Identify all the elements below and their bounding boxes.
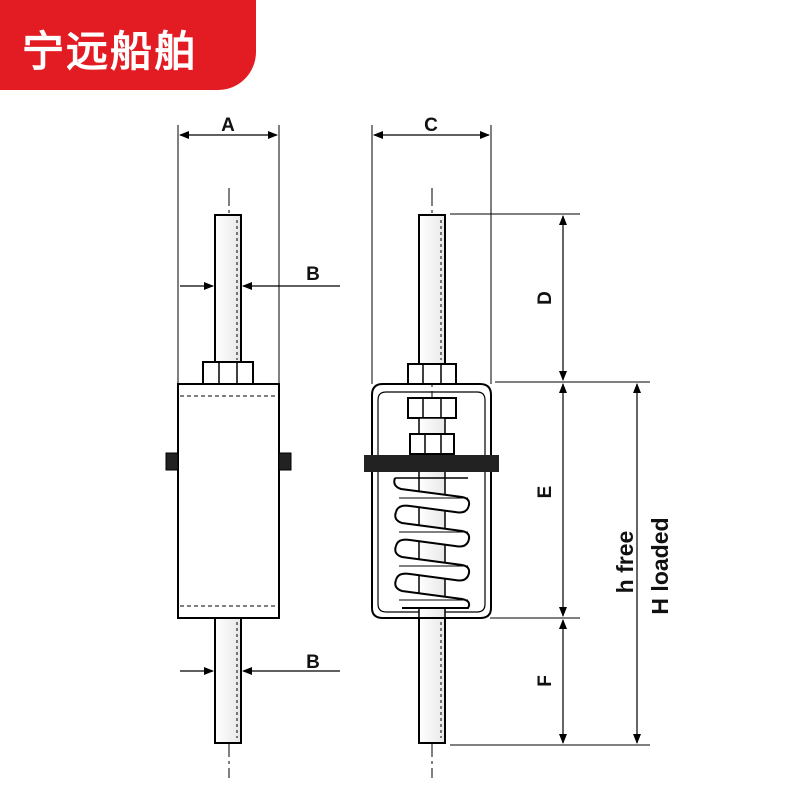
h-loaded-label: H loaded (647, 517, 673, 614)
front-seat-nut (409, 433, 455, 455)
brand-banner: 宁远船舶 (0, 0, 256, 90)
front-view (364, 188, 499, 778)
dim-b-top-label: B (306, 264, 320, 285)
side-view (165, 188, 292, 778)
dim-b-bottom-label: B (306, 652, 320, 673)
h-free-label: h free (612, 531, 638, 594)
front-top-nut (407, 363, 457, 385)
dim-f-label: F (535, 675, 556, 687)
side-top-nut (202, 361, 254, 385)
side-bottom-rod (214, 617, 242, 744)
extension-lines (450, 213, 650, 746)
dim-c-label: C (424, 115, 438, 136)
dim-a (177, 125, 280, 384)
dim-c (371, 125, 492, 384)
brand-name: 宁远船舶 (22, 27, 199, 76)
front-inner-nut (407, 397, 457, 419)
side-right-plate (278, 452, 292, 471)
side-left-plate (165, 452, 179, 471)
front-bracket-upper (371, 383, 492, 455)
front-plate (364, 455, 499, 472)
front-bottom-rod (418, 617, 446, 744)
dim-d-label: D (535, 291, 556, 305)
dim-e-label: E (535, 486, 556, 499)
side-housing (177, 383, 280, 619)
dim-a-label: A (221, 115, 235, 136)
spring-coils (393, 477, 471, 609)
